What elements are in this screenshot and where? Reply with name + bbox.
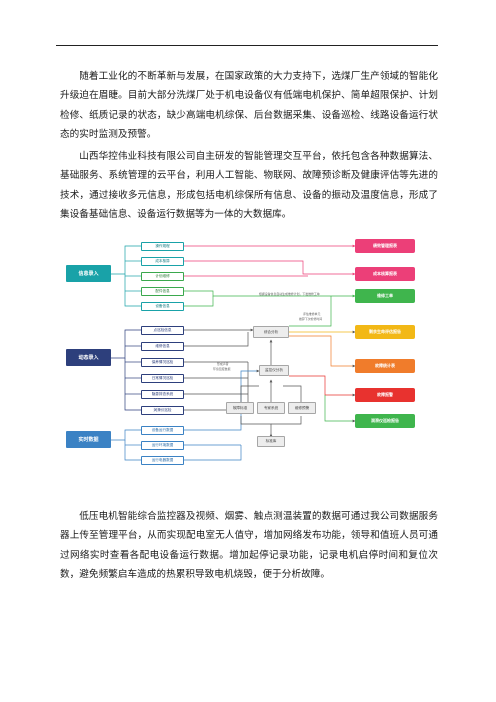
dynamic-item: 保养情况巡检 (141, 358, 184, 367)
category-dynamic-input: 动态录入 (66, 349, 111, 366)
info-item: 成本核算 (141, 257, 184, 266)
monitor-paragraph: 低压电机智能综合监控器及视频、烟雾、触点测温装置的数据可通过我公司数据服务器上传… (60, 510, 438, 581)
output-work-order: 维修工单 (355, 289, 415, 303)
info-item: 计划维修 (141, 272, 184, 281)
output-fault-alarm: 故障报警 (355, 388, 415, 402)
dynamic-item: 隐患排查系统 (141, 390, 184, 399)
dynamic-item: 点巡检信息 (141, 326, 184, 335)
realtime-item: 运行电器数据 (141, 456, 184, 465)
integrated-analysis-box: 综合分析 (253, 326, 289, 338)
diagnosis-standard-box: 故障标准 (226, 402, 254, 414)
env-temp-note: 环境温度数据 (213, 367, 231, 371)
output-performance-report: 绩效管理报表 (355, 239, 415, 253)
diagram-connectors (111, 244, 356, 461)
realtime-item: 运行环境数据 (141, 441, 184, 450)
expert-system-box: 专家系统 (257, 402, 285, 414)
next-repair-note: 推算下次检修时间 (299, 317, 323, 321)
platform-flow-diagram: 信息录入 动态录入 实时数据 操作规程 成本核算 计划维修 配件信息 设备信息 … (63, 228, 433, 478)
dynamic-item: 润滑仪巡检 (141, 406, 184, 415)
dynamic-item: 日常情况巡检 (141, 374, 184, 383)
standard-library-box: 标准库 (257, 436, 285, 447)
info-item: 设备信息 (141, 302, 184, 311)
dynamic-item: 维修信息 (141, 342, 184, 351)
sound-note: 形成声音 (217, 362, 229, 366)
output-fault-statistics: 故障统计表 (355, 359, 415, 373)
platform-paragraph: 山西华控伟业科技有限公司自主研发的智能管理交互平台，依托包含各种数据算法、基础服… (60, 150, 438, 221)
intro-paragraph: 随着工业化的不断革新与发展，在国家政策的大力支持下，选煤厂生产领域的智能化升级迫… (60, 70, 438, 141)
info-item: 操作规程 (141, 242, 184, 251)
header-rule (56, 45, 438, 46)
evaluate-note: 评估维修单元 (303, 312, 321, 316)
realtime-item: 设备运行数据 (141, 426, 184, 435)
category-realtime-data: 实时数据 (66, 431, 111, 448)
output-lube-report: 润滑仪巡检报告 (355, 414, 415, 428)
maintenance-warning-box: 维修预警 (288, 402, 316, 414)
work-order-note: 根据设备信息自动生成维修计划，下发维修工单 (259, 292, 320, 296)
info-item: 配件信息 (141, 287, 184, 296)
output-cost-report: 成本核算报表 (355, 267, 415, 281)
output-health-report: 剩余生命评估报告 (355, 325, 415, 339)
category-info-input: 信息录入 (66, 265, 111, 282)
monitor-analysis-box: 监控仪分析 (259, 365, 289, 376)
